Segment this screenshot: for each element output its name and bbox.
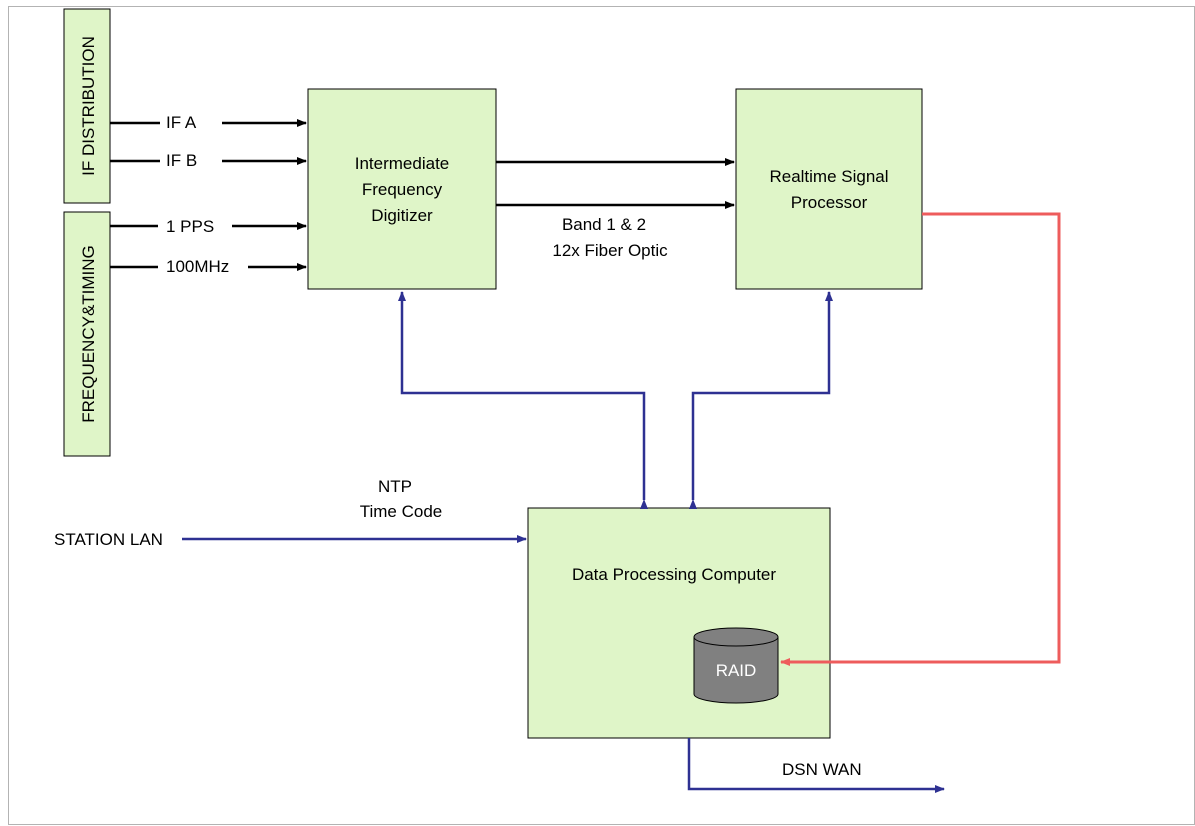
- dsn-wan-label: DSN WAN: [782, 760, 862, 779]
- if-distribution-panel: [63, 8, 111, 204]
- realtime-signal-processor-block: [735, 88, 923, 290]
- rsp-control-link: [689, 291, 833, 509]
- frequency-timing-label: FREQUENCY&TIMING: [79, 245, 98, 423]
- rsp-to-raid-link: [780, 212, 1061, 666]
- if-a-label: IF A: [166, 113, 197, 132]
- band-label-line2: 12x Fiber Optic: [552, 241, 668, 260]
- if-digitizer-block: [307, 88, 497, 290]
- raid-label: RAID: [716, 661, 757, 680]
- ntp-label-line1: NTP: [378, 477, 412, 496]
- if-distribution-label: IF DISTRIBUTION: [79, 36, 98, 176]
- if-digitizer-label-line3: Digitizer: [371, 206, 433, 225]
- if-b-label: IF B: [166, 151, 197, 170]
- pps-label: 1 PPS: [166, 217, 214, 236]
- band-label-line1: Band 1 & 2: [562, 215, 646, 234]
- frequency-timing-panel: [63, 211, 111, 457]
- data-processing-computer-block: [527, 507, 831, 739]
- rsp-label-line2: Processor: [791, 193, 868, 212]
- station-lan-label: STATION LAN: [54, 530, 163, 549]
- if-digitizer-label-line1: Intermediate: [355, 154, 450, 173]
- raid-storage-icon: [693, 627, 779, 704]
- rsp-label-line1: Realtime Signal: [769, 167, 888, 186]
- ref-100mhz-label: 100MHz: [166, 257, 229, 276]
- if-digitizer-label-line2: Frequency: [362, 180, 443, 199]
- ifd-control-link: [398, 291, 648, 509]
- dsn-wan-arrow: [687, 738, 945, 793]
- dpc-label: Data Processing Computer: [572, 565, 776, 584]
- ntp-label-line2: Time Code: [360, 502, 443, 521]
